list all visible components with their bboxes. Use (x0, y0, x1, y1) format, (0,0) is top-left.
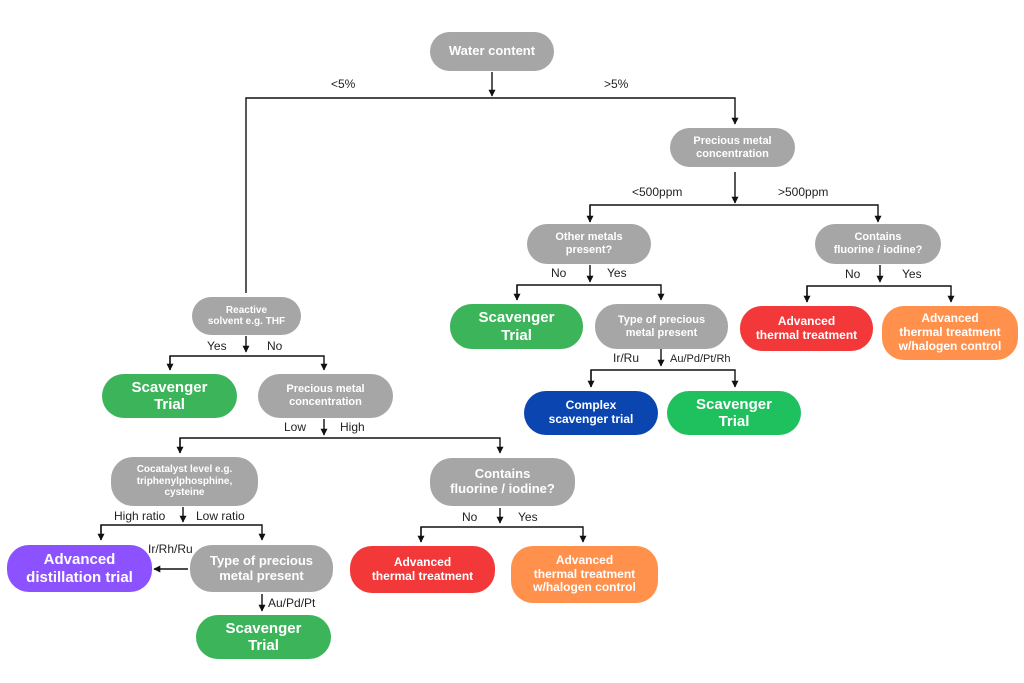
label-au-pd-pt: Au/Pd/Pt (268, 596, 316, 610)
label-lt500: <500ppm (632, 185, 683, 199)
label-ir-rh-ru: Ir/Rh/Ru (148, 542, 193, 556)
node-complex-scavenger-trial: Complex scavenger trial (524, 391, 658, 435)
label-no-3: No (267, 339, 283, 353)
label-yes-4: Yes (518, 510, 538, 524)
node-scavenger-trial-left-2: Scavenger Trial (196, 615, 331, 659)
label-yes-1: Yes (607, 266, 627, 280)
node-scavenger-trial-right-2: Scavenger Trial (667, 391, 801, 435)
node-precious-metal-concentration-right: Precious metal concentration (670, 128, 795, 167)
node-advanced-thermal-treatment-mid: Advanced thermal treatment (350, 546, 495, 593)
node-reactive-solvent: Reactive solvent e.g. THF (192, 297, 301, 335)
node-scavenger-trial-left-1: Scavenger Trial (102, 374, 237, 418)
node-advanced-distillation-trial: Advanced distillation trial (7, 545, 152, 592)
label-no-1: No (551, 266, 567, 280)
label-gt500: >500ppm (778, 185, 829, 199)
label-lt5: <5% (331, 77, 356, 91)
node-advanced-thermal-treatment-right: Advanced thermal treatment (740, 306, 873, 351)
label-no-2: No (845, 267, 861, 281)
node-contains-fluorine-iodine-right: Contains fluorine / iodine? (815, 224, 941, 264)
node-advanced-thermal-halogen-right: Advanced thermal treatment w/halogen con… (882, 306, 1018, 360)
node-precious-metal-concentration-left: Precious metal concentration (258, 374, 393, 418)
label-low-ratio: Low ratio (196, 509, 245, 523)
node-contains-fluorine-iodine-mid: Contains fluorine / iodine? (430, 458, 575, 506)
node-advanced-thermal-halogen-mid: Advanced thermal treatment w/halogen con… (511, 546, 658, 603)
label-gt5: >5% (604, 77, 629, 91)
label-high: High (340, 420, 365, 434)
label-no-4: No (462, 510, 478, 524)
node-scavenger-trial-right-1: Scavenger Trial (450, 304, 583, 349)
label-yes-2: Yes (902, 267, 922, 281)
node-cocatalyst-level: Cocatalyst level e.g. triphenylphosphine… (111, 457, 258, 506)
label-low: Low (284, 420, 307, 434)
node-type-of-precious-metal-left: Type of precious metal present (190, 545, 333, 592)
label-yes-3: Yes (207, 339, 227, 353)
label-high-ratio: High ratio (114, 509, 166, 523)
node-type-of-precious-metal-right: Type of precious metal present (595, 304, 728, 349)
label-ir-ru: Ir/Ru (613, 351, 640, 365)
label-au-pd-pt-rh: Au/Pd/Pt/Rh (670, 353, 731, 365)
node-water-content: Water content (430, 32, 554, 71)
node-other-metals-present: Other metals present? (527, 224, 651, 264)
